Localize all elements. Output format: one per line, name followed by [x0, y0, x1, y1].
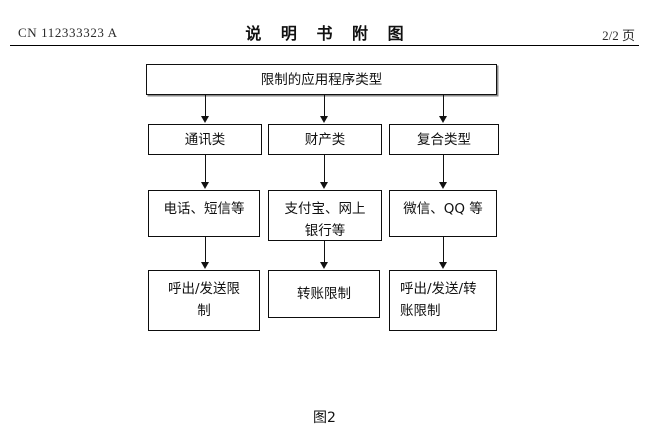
flow-node-col2-apps: 支付宝、网上 银行等 — [268, 190, 382, 241]
flow-node-col1-apps: 电话、短信等 — [148, 190, 260, 237]
page-title: 说 明 书 附 图 — [245, 24, 411, 43]
arrowhead-root-to-col1 — [200, 116, 209, 123]
arrowhead-col2-apps-to-limit — [319, 262, 328, 269]
connector-root-to-col3 — [443, 95, 444, 117]
arrowhead-col1-type-to-apps — [200, 182, 209, 189]
connector-col3-type-to-apps — [443, 155, 444, 183]
arrowhead-col3-type-to-apps — [438, 182, 447, 189]
arrowhead-root-to-col3 — [438, 116, 447, 123]
header-divider — [10, 45, 639, 46]
flow-node-col2-type: 财产类 — [268, 124, 382, 155]
connector-col3-apps-to-limit — [443, 237, 444, 263]
arrowhead-col2-type-to-apps — [319, 182, 328, 189]
connector-col2-type-to-apps — [324, 155, 325, 183]
connector-root-to-col2 — [324, 95, 325, 117]
flow-node-col1-type: 通讯类 — [148, 124, 262, 155]
flow-node-col3-apps: 微信、QQ 等 — [389, 190, 497, 237]
flowchart-diagram: 限制的应用程序类型 通讯类 财产类 复合类型 电话、短信等 支付宝、网上 银行等… — [0, 47, 649, 426]
flow-node-col2-limit: 转账限制 — [268, 270, 380, 318]
flow-node-col1-limit: 呼出/发送限 制 — [148, 270, 260, 331]
page-header: CN 112333323 A 说 明 书 附 图 2/2 页 — [0, 0, 649, 47]
arrowhead-root-to-col2 — [319, 116, 328, 123]
patent-number: CN 112333323 A — [18, 25, 118, 40]
connector-root-to-col1 — [205, 95, 206, 117]
arrowhead-col1-apps-to-limit — [200, 262, 209, 269]
connector-col1-apps-to-limit — [205, 237, 206, 263]
flow-node-root: 限制的应用程序类型 — [146, 64, 497, 95]
connector-col2-apps-to-limit — [324, 241, 325, 263]
arrowhead-col3-apps-to-limit — [438, 262, 447, 269]
page-indicator: 2/2 页 — [602, 28, 635, 43]
figure-caption: 图2 — [313, 410, 336, 426]
connector-col1-type-to-apps — [205, 155, 206, 183]
flow-node-col3-type: 复合类型 — [389, 124, 499, 155]
flow-node-col3-limit: 呼出/发送/转 账限制 — [389, 270, 497, 331]
